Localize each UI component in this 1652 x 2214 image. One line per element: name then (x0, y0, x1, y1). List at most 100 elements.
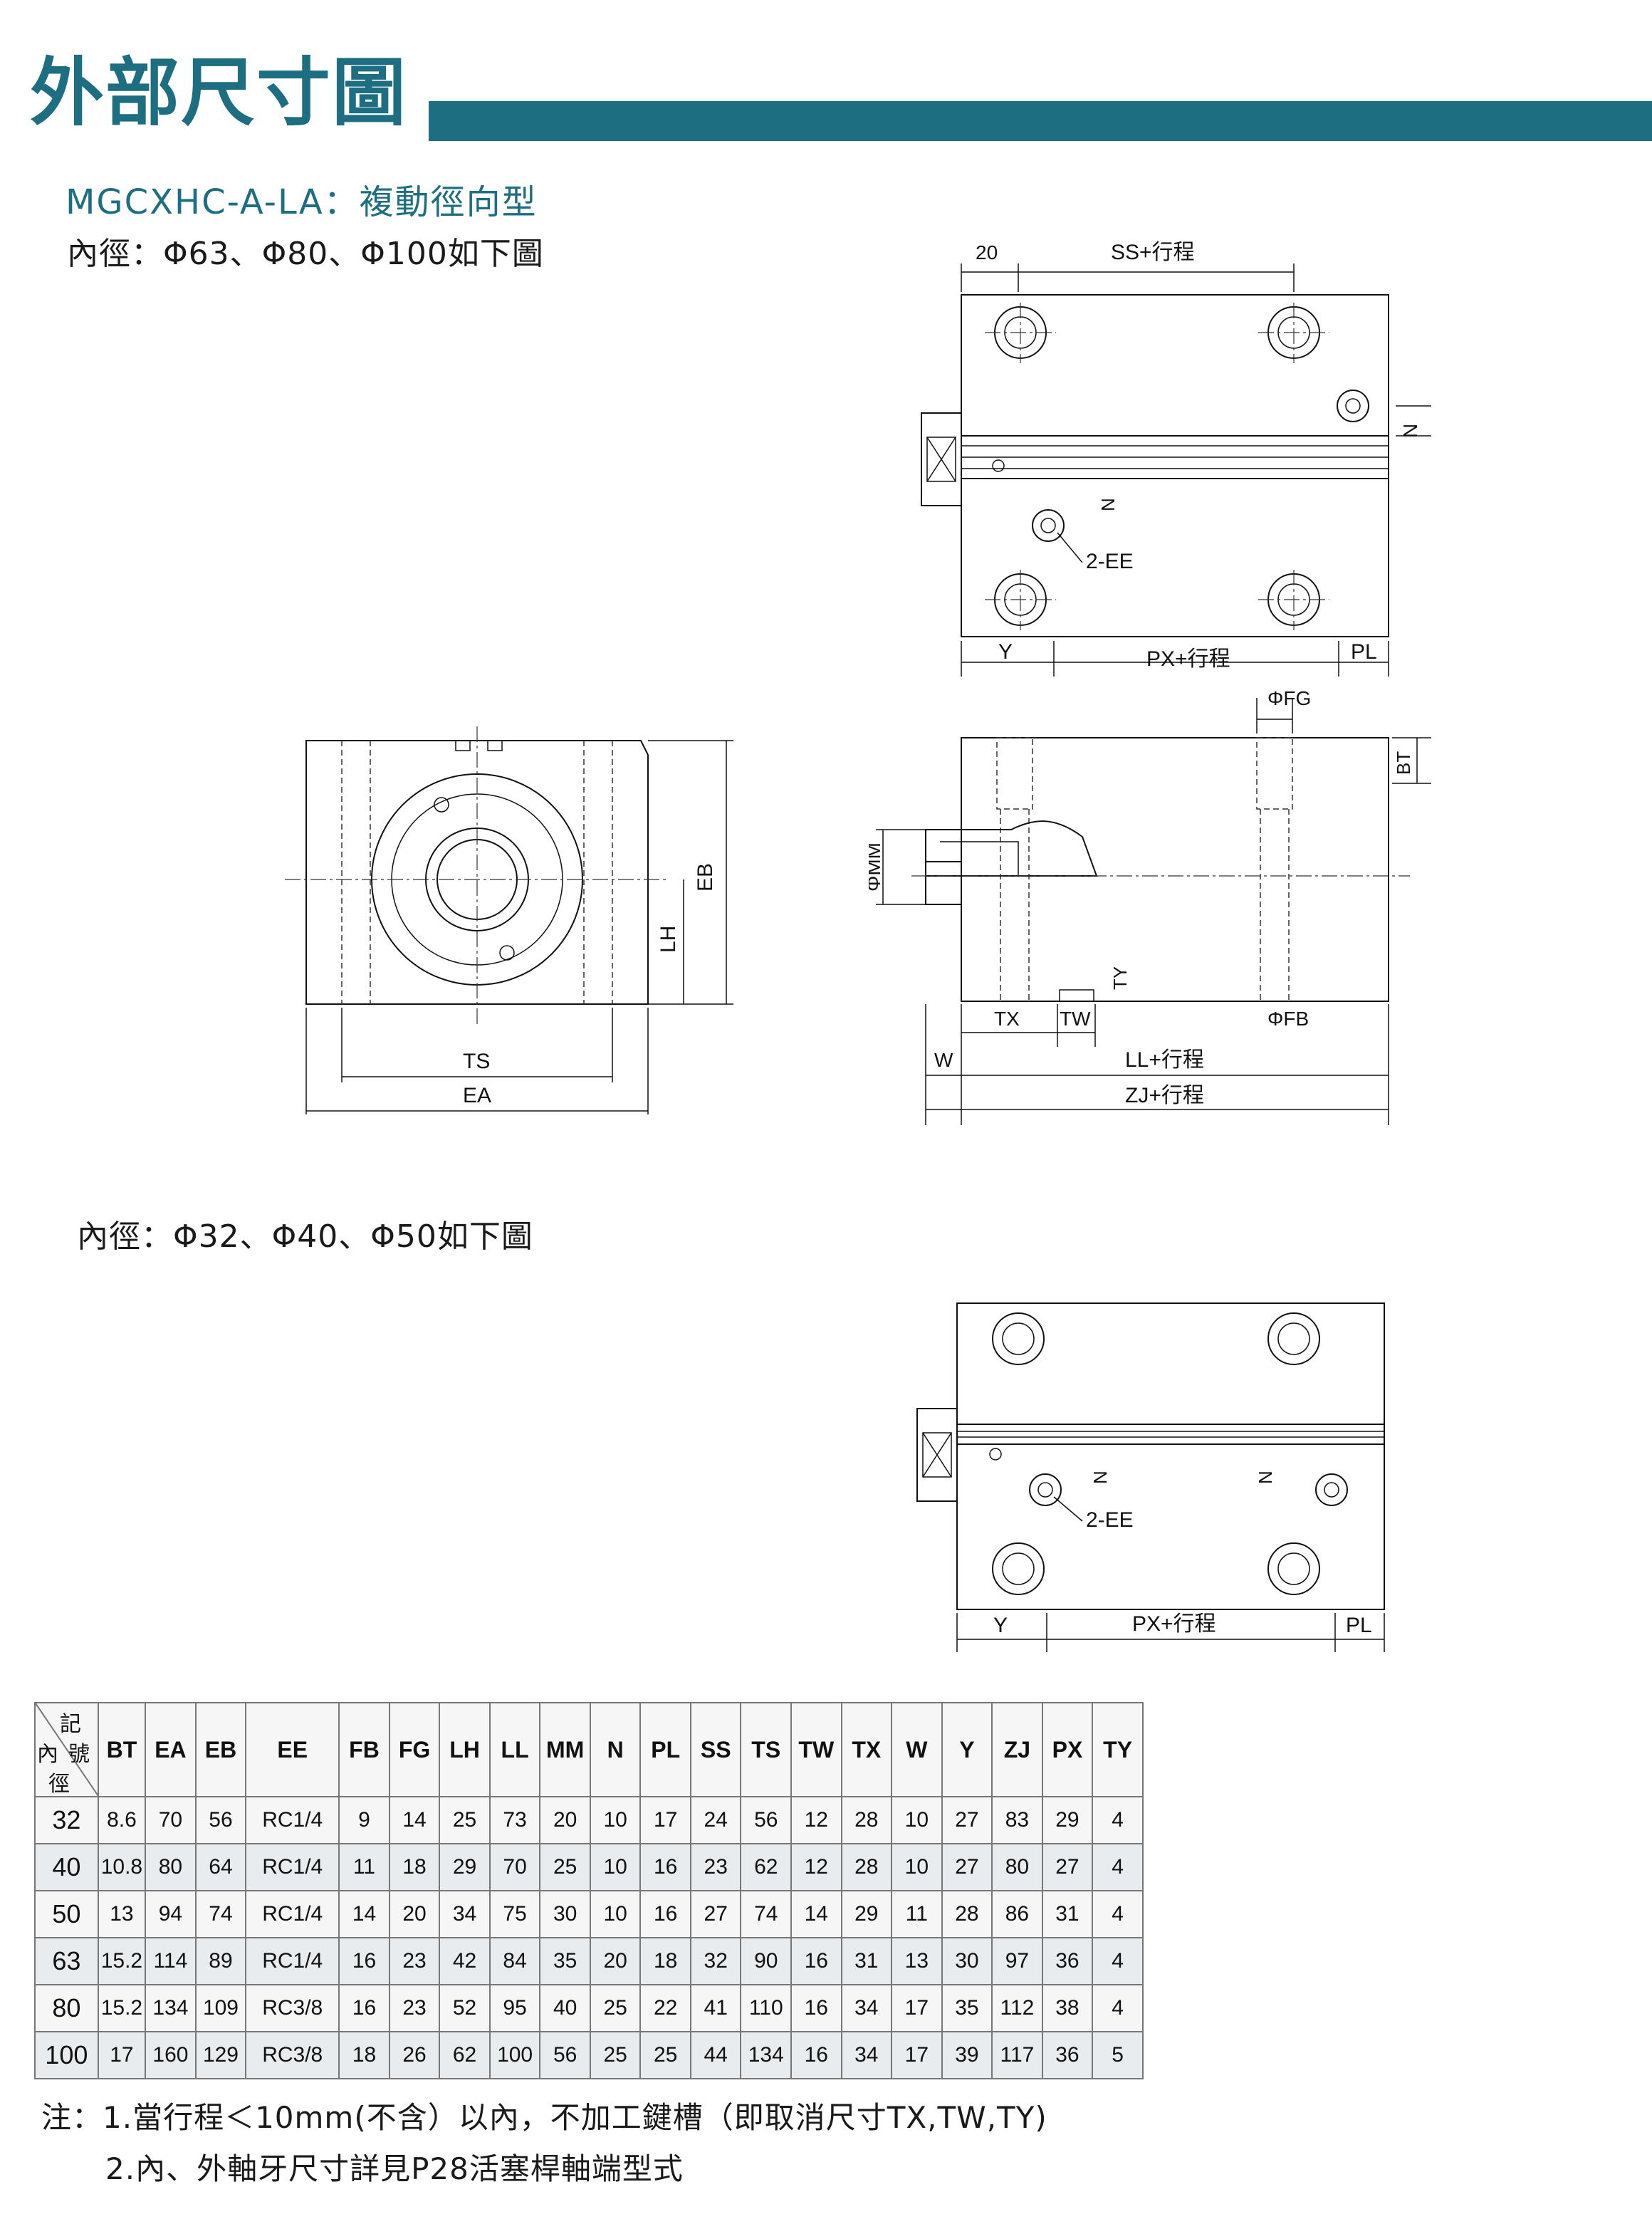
table-cell-bt: 10.8 (97, 1843, 147, 1891)
note-1: 注：1.當行程＜10mm(不含）以內，不加工鍵槽（即取消尺寸TX,TW,TY) (41, 2100, 1047, 2135)
table-cell-bore: 80 (34, 1984, 99, 2032)
table-cell-ts: 90 (740, 1937, 793, 1985)
dim-ss: SS+行程 (1111, 241, 1195, 264)
table-cell-bt: 13 (97, 1890, 147, 1938)
table-cell-mm: 30 (539, 1890, 591, 1938)
table-header-ea: EA (145, 1702, 197, 1797)
table-cell-ea: 114 (145, 1937, 197, 1985)
table-cell-bore: 100 (34, 2031, 99, 2079)
table-cell-w: 11 (891, 1890, 943, 1938)
table-cell-mm: 20 (539, 1796, 591, 1844)
table-corner-cell: 記 內 號 徑 (34, 1702, 99, 1797)
table-cell-ll: 100 (488, 2031, 541, 2079)
table-cell-ts: 56 (740, 1796, 793, 1844)
table-cell-y: 28 (941, 1890, 993, 1938)
page-title: 外部尺寸圖 (30, 49, 408, 136)
dim-n-small-left: N (1089, 1471, 1111, 1484)
dim-tw: TW (1060, 1008, 1091, 1030)
table-cell-fg: 14 (388, 1796, 441, 1844)
dim-n-right: N (1399, 424, 1421, 438)
table-cell-px: 36 (1041, 2031, 1094, 2079)
table-cell-y: 39 (941, 2031, 993, 2079)
table-header-fg: FG (388, 1702, 441, 1797)
table-cell-px: 31 (1041, 1890, 1094, 1938)
table-cell-eb: 129 (194, 2031, 247, 2079)
dim-2ee: 2-EE (1086, 550, 1134, 573)
table-cell-tx: 31 (840, 1937, 893, 1985)
table-cell-y: 35 (941, 1984, 993, 2032)
table-cell-ts: 110 (740, 1984, 793, 2032)
corner-label-mid-left: 內 (37, 1743, 58, 1766)
table-cell-ll: 73 (488, 1796, 541, 1844)
table-cell-ts: 134 (740, 2031, 793, 2079)
table-cell-w: 13 (891, 1937, 943, 1985)
table-cell-tx: 28 (840, 1843, 893, 1891)
table-cell-fb: 16 (338, 1984, 390, 2032)
table-cell-tx: 28 (840, 1796, 893, 1844)
dim-w: W (934, 1049, 953, 1071)
section-label-small-bore: 內徑：Φ32、Φ40、Φ50如下圖 (77, 1218, 533, 1255)
table-cell-fb: 9 (338, 1796, 390, 1844)
table-header-px: PX (1041, 1702, 1094, 1797)
table-header-pl: PL (639, 1702, 691, 1797)
table-cell-n: 10 (589, 1843, 642, 1891)
table-cell-n: 10 (589, 1796, 642, 1844)
table-cell-ee: RC1/4 (245, 1890, 340, 1938)
table-cell-pl: 16 (639, 1843, 691, 1891)
table-cell-n: 25 (589, 1984, 642, 2032)
table-cell-px: 27 (1041, 1843, 1094, 1891)
table-cell-ty: 4 (1092, 1890, 1144, 1938)
table-cell-tx: 29 (840, 1890, 893, 1938)
dim-pl-small: PL (1346, 1614, 1372, 1637)
table-cell-ty: 4 (1092, 1796, 1144, 1844)
table-cell-zj: 80 (991, 1843, 1043, 1891)
section-label-large-bore: 內徑：Φ63、Φ80、Φ100如下圖 (67, 236, 544, 272)
table-cell-lh: 52 (439, 1984, 491, 2032)
dim-ea: EA (463, 1084, 491, 1107)
table-cell-w: 17 (891, 1984, 943, 2032)
table-cell-tw: 16 (790, 1984, 842, 2032)
dim-y: Y (998, 640, 1013, 664)
table-cell-ll: 95 (488, 1984, 541, 2032)
model-subtitle: MGCXHC-A-LA：複動徑向型 (66, 182, 538, 222)
table-cell-ea: 134 (145, 1984, 197, 2032)
table-cell-fb: 16 (338, 1937, 390, 1985)
table-header-ee: EE (245, 1702, 340, 1797)
front-view-drawing-large: EB LH TS EA (285, 726, 733, 1114)
table-cell-tx: 34 (840, 1984, 893, 2032)
table-cell-lh: 42 (439, 1937, 491, 1985)
table-cell-y: 30 (941, 1937, 993, 1985)
corner-label-mid-right: 號 (68, 1743, 90, 1766)
corner-label-bottom: 徑 (48, 1772, 70, 1796)
table-cell-bt: 8.6 (97, 1796, 147, 1844)
table-cell-fg: 23 (388, 1984, 441, 2032)
table-cell-ty: 4 (1092, 1984, 1144, 2032)
table-cell-ss: 23 (689, 1843, 742, 1891)
table-header-lh: LH (439, 1702, 491, 1797)
table-cell-fb: 18 (338, 2031, 390, 2079)
table-cell-fb: 11 (338, 1843, 390, 1891)
table-cell-ee: RC1/4 (245, 1937, 340, 1985)
table-cell-ll: 70 (488, 1843, 541, 1891)
table-cell-lh: 25 (439, 1796, 491, 1844)
table-cell-w: 10 (891, 1843, 943, 1891)
table-cell-zj: 86 (991, 1890, 1043, 1938)
table-header-mm: MM (539, 1702, 591, 1797)
table-cell-bore: 63 (34, 1937, 99, 1985)
table-cell-bt: 17 (97, 2031, 147, 2079)
table-cell-mm: 40 (539, 1984, 591, 2032)
dim-bt: BT (1393, 751, 1414, 775)
table-header-bt: BT (97, 1702, 147, 1797)
table-cell-mm: 56 (539, 2031, 591, 2079)
side-view-drawing-large: ΦMM TY ΦFG BT TX TW ΦFB W LL+行程 ZJ+行程 (869, 687, 1431, 1125)
table-cell-eb: 56 (194, 1796, 247, 1844)
top-view-drawing-large: 20 SS+行程 N N 2-EE Y PX+行程 PL (921, 241, 1431, 677)
table-cell-pl: 22 (639, 1984, 691, 2032)
table-cell-zj: 112 (991, 1984, 1043, 2032)
table-cell-ss: 44 (689, 2031, 742, 2079)
table-cell-mm: 25 (539, 1843, 591, 1891)
table-cell-ss: 32 (689, 1937, 742, 1985)
